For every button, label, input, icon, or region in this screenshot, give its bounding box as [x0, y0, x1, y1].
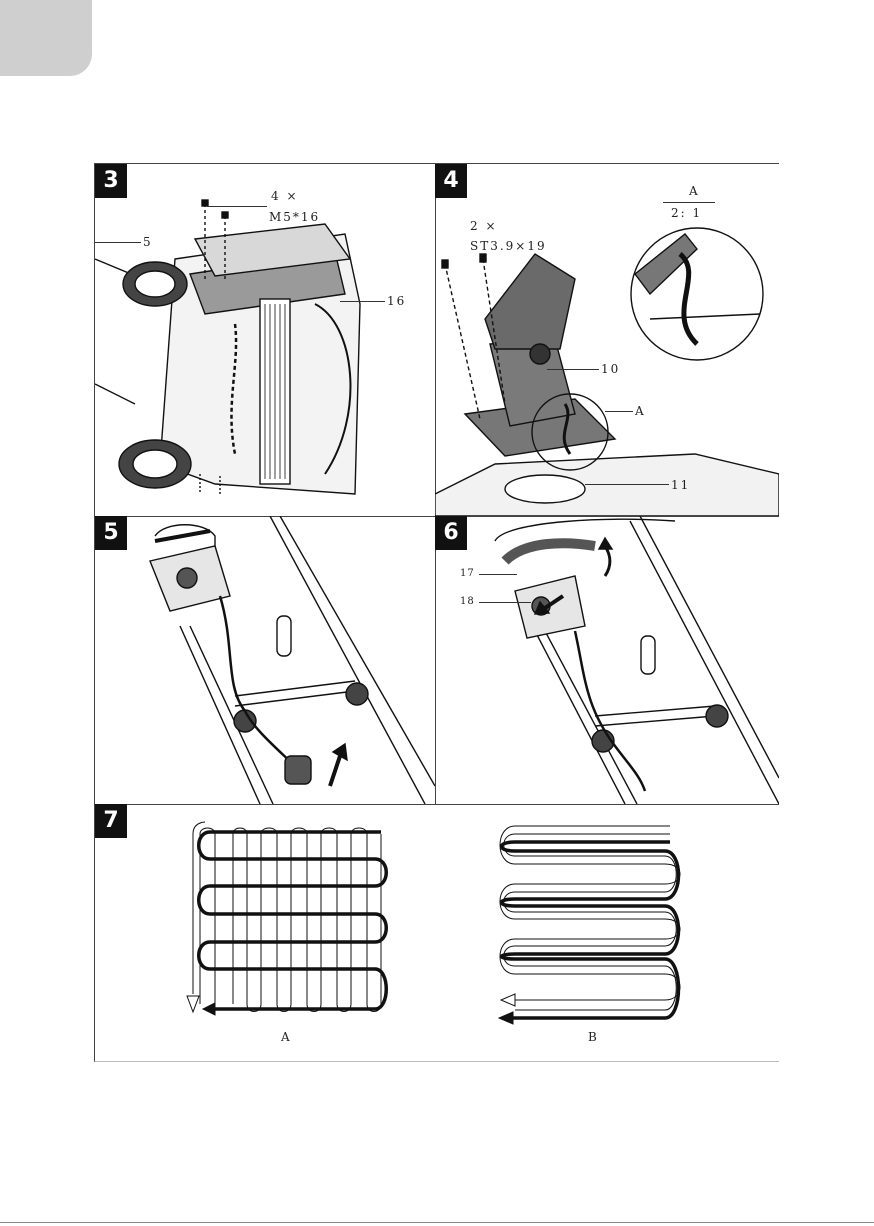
part-number-10: 10	[601, 362, 620, 376]
step-number-7: 7	[95, 804, 127, 838]
panel-step-4: 4	[435, 164, 779, 516]
pattern-label-b: B	[588, 1030, 599, 1044]
leader-part-11	[585, 484, 669, 485]
leader-part-18	[479, 602, 531, 603]
part-number-17: 17	[460, 568, 475, 579]
screw-size-label: M5*16	[269, 210, 320, 224]
mowing-pattern-a	[187, 822, 386, 1015]
step-number-5: 5	[95, 516, 127, 550]
panel-step-6: 6	[435, 516, 779, 804]
leader-part-16	[340, 301, 385, 302]
part-number-18: 18	[460, 596, 475, 607]
screw-leader-line	[207, 206, 267, 207]
panel-step-7: 7 A B	[95, 804, 779, 1061]
detail-reference-a: A	[635, 404, 646, 418]
leader-part-17	[479, 574, 517, 575]
screw-size-label: ST3.9×19	[470, 239, 547, 253]
part-number-16: 16	[387, 294, 406, 308]
detail-title-rule	[663, 202, 715, 203]
page-corner-tab	[0, 0, 92, 76]
cable-connection-illustration	[95, 516, 435, 804]
mowing-pattern-b	[499, 826, 680, 1024]
screw-quantity-label: 2 ×	[470, 219, 498, 233]
step-number-3: 3	[95, 164, 127, 198]
switch-operation-illustration	[435, 516, 779, 804]
panel-step-3: 3	[95, 164, 435, 516]
screw-quantity-label: 4 ×	[271, 189, 299, 203]
panel-step-5: 5	[95, 516, 435, 804]
detail-title: A	[689, 184, 700, 198]
figure-frame: 3	[94, 163, 779, 1062]
leader-detail-a	[605, 411, 633, 412]
page-footer-rule	[0, 1222, 874, 1223]
part-number-11: 11	[671, 478, 690, 492]
leader-part-5	[95, 242, 141, 243]
step-number-6: 6	[435, 516, 467, 550]
collection-chute-illustration	[435, 164, 779, 516]
part-number-5: 5	[143, 235, 153, 249]
scarifier-underside-illustration	[95, 164, 435, 516]
step-number-4: 4	[435, 164, 467, 198]
mowing-pattern-diagrams	[95, 804, 779, 1061]
detail-scale: 2: 1	[671, 206, 702, 220]
leader-part-10	[547, 369, 599, 370]
pattern-label-a: A	[281, 1030, 292, 1044]
